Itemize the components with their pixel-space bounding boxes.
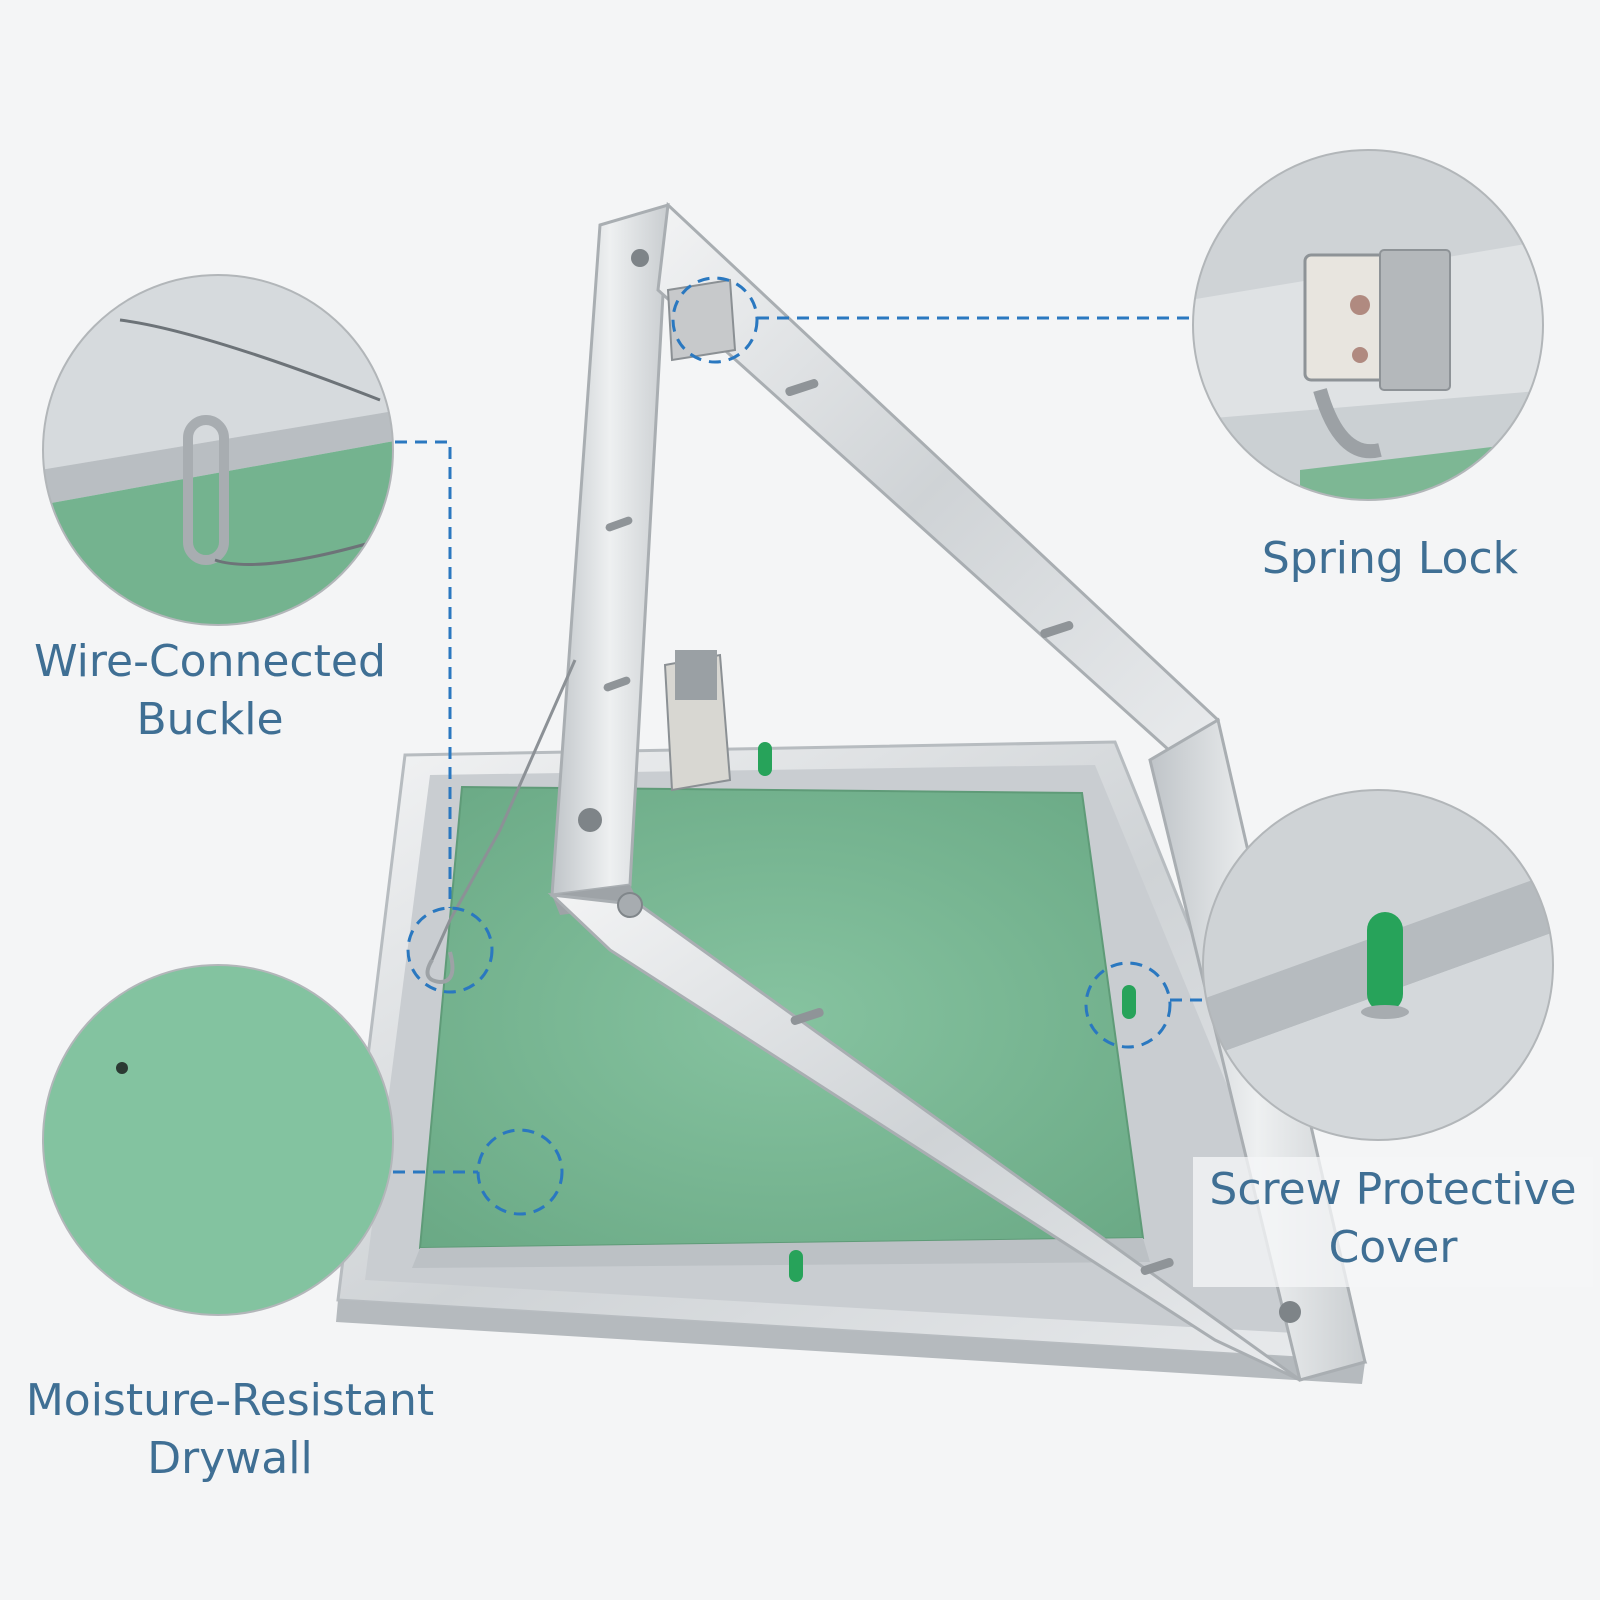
spring-lock-label: Spring Lock: [1250, 530, 1530, 588]
zoom-drywall: [42, 964, 394, 1316]
spring-label-text: Spring Lock: [1261, 533, 1519, 584]
callout-connectors: [393, 276, 1203, 1216]
spring-lock-icon: [663, 278, 737, 792]
zoom-screw-cover: [1202, 789, 1554, 1141]
wire-label-line1: Wire-Connected: [34, 636, 386, 687]
screw-label-line2: Cover: [1328, 1222, 1458, 1273]
safety-wire: [430, 659, 577, 961]
screw-label-line1: Screw Protective: [1209, 1164, 1577, 1215]
moist-label-line2: Drywall: [147, 1433, 313, 1484]
drywall-rim: [412, 1238, 1150, 1268]
wire-label-line2: Buckle: [136, 694, 284, 745]
wire-connected-buckle-label: Wire-Connected Buckle: [20, 633, 400, 749]
moisture-resistant-drywall-label: Moisture-Resistant Drywall: [10, 1372, 450, 1488]
zoom-spring-lock: [1192, 149, 1544, 501]
screw-protective-cover-label: Screw Protective Cover: [1193, 1157, 1593, 1287]
moist-label-line1: Moisture-Resistant: [25, 1375, 435, 1426]
zoom-wire-buckle: [42, 274, 394, 626]
screw-cap-icon: [758, 742, 1136, 1282]
